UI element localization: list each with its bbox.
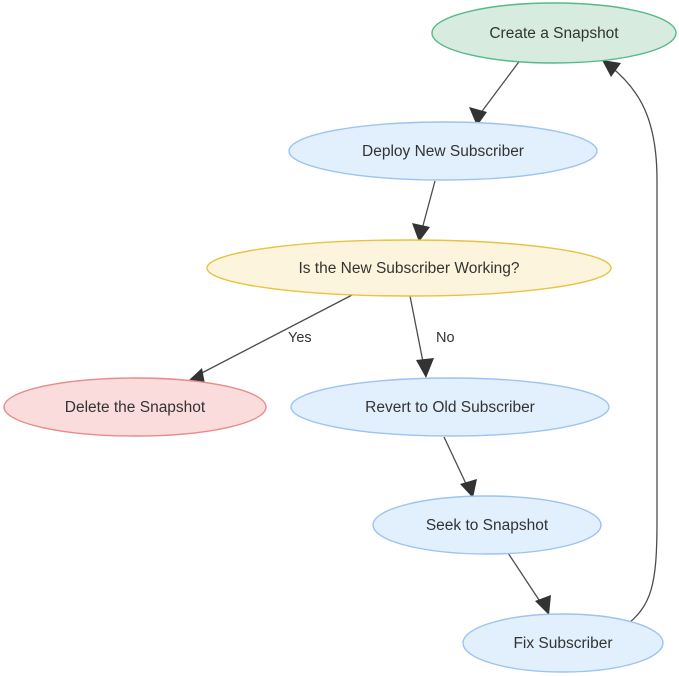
edge-deploy-to-working [412, 180, 436, 242]
node-shape-revert-to-old-subscriber[interactable] [290, 377, 610, 437]
node-label-delete-the-snapshot: Delete the Snapshot [65, 399, 206, 416]
node-delete-the-snapshot[interactable]: Delete the Snapshot [3, 377, 267, 437]
node-label-seek-to-snapshot: Seek to Snapshot [426, 517, 549, 534]
node-is-the-new-subscriber-working[interactable]: Is the New Subscriber Working? [206, 239, 612, 297]
node-shape-create-a-snapshot[interactable] [431, 2, 677, 64]
node-label-fix-subscriber: Fix Subscriber [513, 635, 612, 652]
arrowhead-icon [416, 358, 434, 378]
node-revert-to-old-subscriber[interactable]: Revert to Old Subscriber [290, 377, 610, 437]
edges-layer [188, 58, 658, 628]
node-shape-fix-subscriber[interactable] [462, 613, 664, 673]
arrowhead-icon [602, 60, 621, 77]
edge-line [507, 552, 544, 607]
node-shape-seek-to-snapshot[interactable] [372, 495, 602, 555]
arrowhead-icon [469, 107, 487, 126]
edge-label-working-to-delete-yes: Yes [288, 330, 312, 346]
edge-label-working-to-revert-no: No [436, 330, 455, 346]
node-shape-is-the-new-subscriber-working[interactable] [206, 239, 612, 297]
edge-line [409, 295, 425, 368]
edge-line [420, 180, 436, 234]
node-shape-delete-the-snapshot[interactable] [3, 377, 267, 437]
edge-working-to-revert-no [409, 295, 434, 378]
node-seek-to-snapshot[interactable]: Seek to Snapshot [372, 495, 602, 555]
node-deploy-new-subscriber[interactable]: Deploy New Subscriber [288, 121, 598, 181]
edge-fix-to-create [602, 60, 658, 628]
edge-revert-to-seek [443, 436, 477, 498]
arrowhead-icon [188, 368, 205, 384]
node-shape-deploy-new-subscriber[interactable] [288, 121, 598, 181]
arrowhead-icon [460, 479, 477, 498]
edge-labels-layer: Yes No [288, 330, 455, 346]
node-label-create-a-snapshot: Create a Snapshot [489, 25, 619, 42]
arrowhead-icon [535, 595, 551, 615]
edge-line [609, 65, 658, 628]
node-fix-subscriber[interactable]: Fix Subscriber [462, 613, 664, 673]
edge-line [195, 293, 355, 377]
node-create-a-snapshot[interactable]: Create a Snapshot [431, 2, 677, 64]
node-label-deploy-new-subscriber: Deploy New Subscriber [362, 143, 524, 160]
node-label-is-the-new-subscriber-working: Is the New Subscriber Working? [298, 260, 519, 277]
edge-create-to-deploy [469, 58, 522, 126]
node-label-revert-to-old-subscriber: Revert to Old Subscriber [365, 399, 535, 416]
edge-seek-to-fix [507, 552, 551, 615]
edge-line [443, 436, 469, 489]
edge-working-to-delete-yes [188, 293, 355, 384]
edge-line [476, 58, 522, 119]
arrowhead-icon [412, 223, 430, 242]
